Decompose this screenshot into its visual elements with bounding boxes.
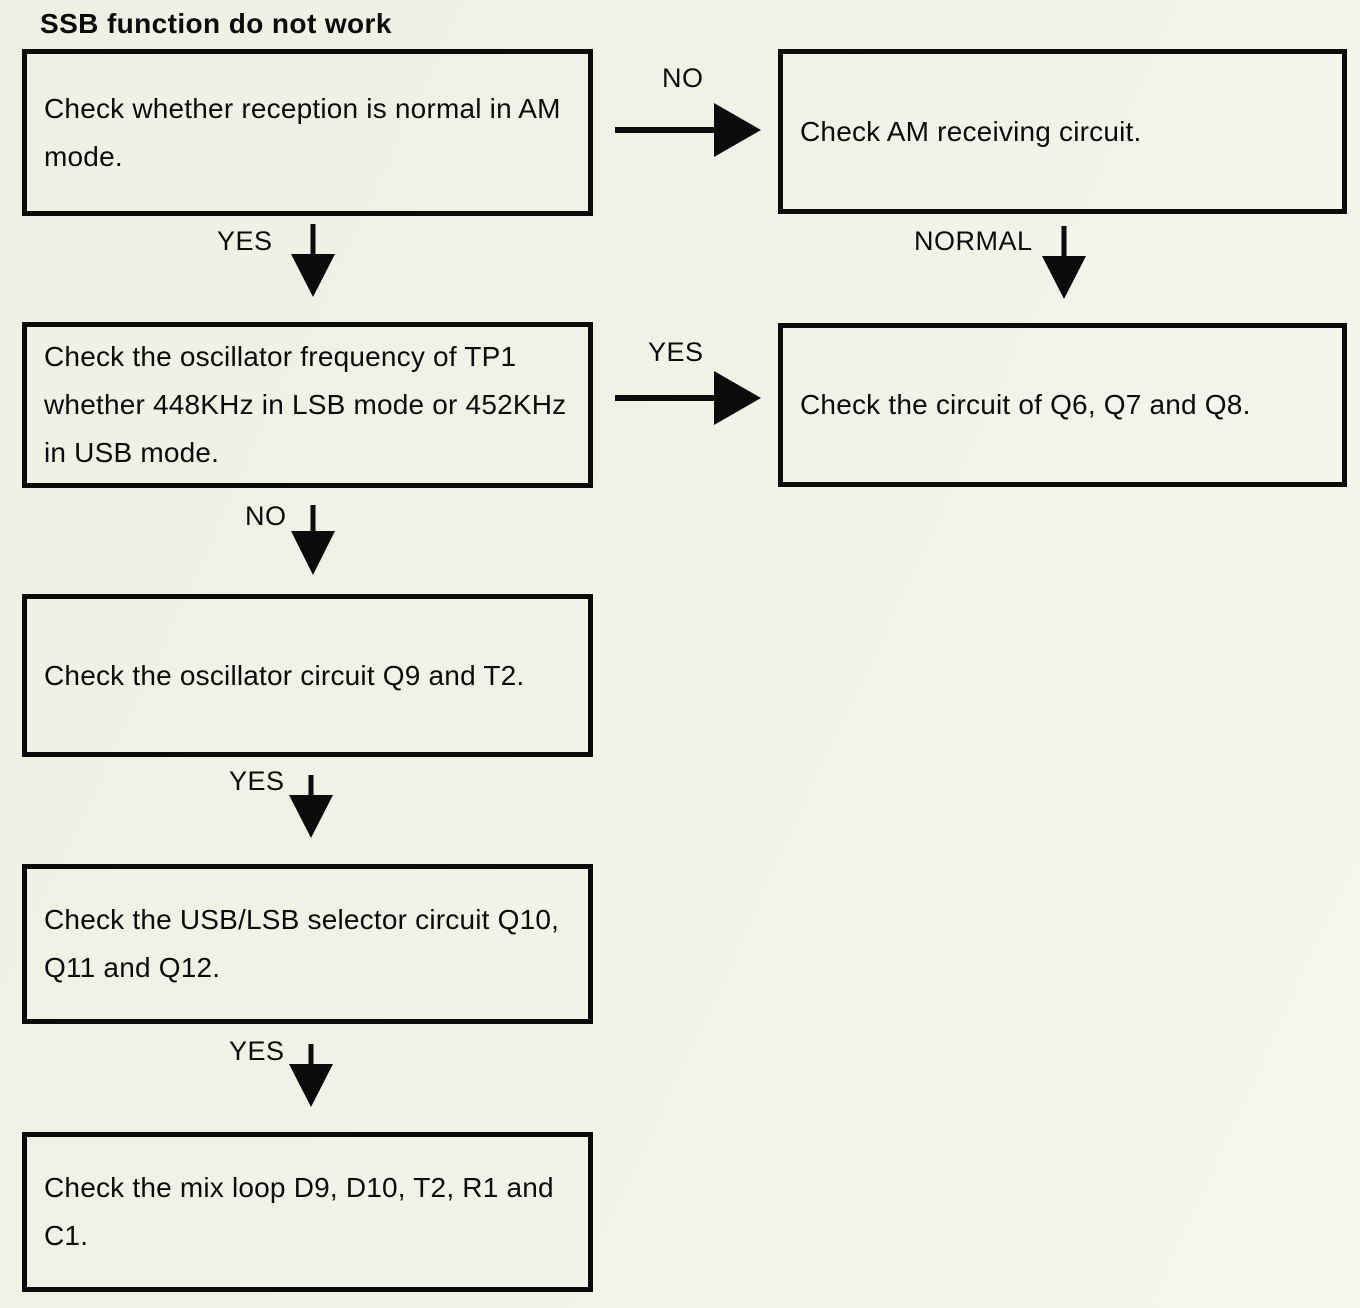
edge-label-yes-4: YES [229,1036,285,1066]
flow-box-q6-q7-q8: Check the circuit of Q6, Q7 and Q8. [778,323,1347,487]
arrow-down-icon [289,505,337,577]
flow-box-oscillator: Check the oscillator circuit Q9 and T2. [22,594,593,757]
arrow-down-icon [287,767,335,839]
arrow-down-icon [287,1036,335,1108]
flow-box-tp1-frequency: Check the oscillator frequency of TP1 wh… [22,322,593,488]
arrow-down-icon [1040,226,1088,301]
flow-box-am-reception: Check whether reception is normal in AM … [22,49,593,216]
edge-label-yes-3: YES [229,766,285,796]
flow-box-mix-loop: Check the mix loop D9, D10, T2, R1 and C… [22,1132,593,1292]
flow-box-am-circuit: Check AM receiving circuit. [778,49,1347,214]
arrow-right-icon [615,369,763,427]
flow-box-usb-lsb-selector: Check the USB/LSB selector circuit Q10, … [22,864,593,1024]
edge-label-normal: NORMAL [914,226,1033,256]
page-title: SSB function do not work [40,8,392,39]
edge-label-yes-1: YES [217,226,273,256]
edge-label-no-2: NO [245,501,287,531]
edge-label-no-1: NO [662,63,704,93]
edge-label-yes-2: YES [648,337,704,367]
arrow-down-icon [289,224,337,299]
arrow-right-icon [615,101,763,159]
